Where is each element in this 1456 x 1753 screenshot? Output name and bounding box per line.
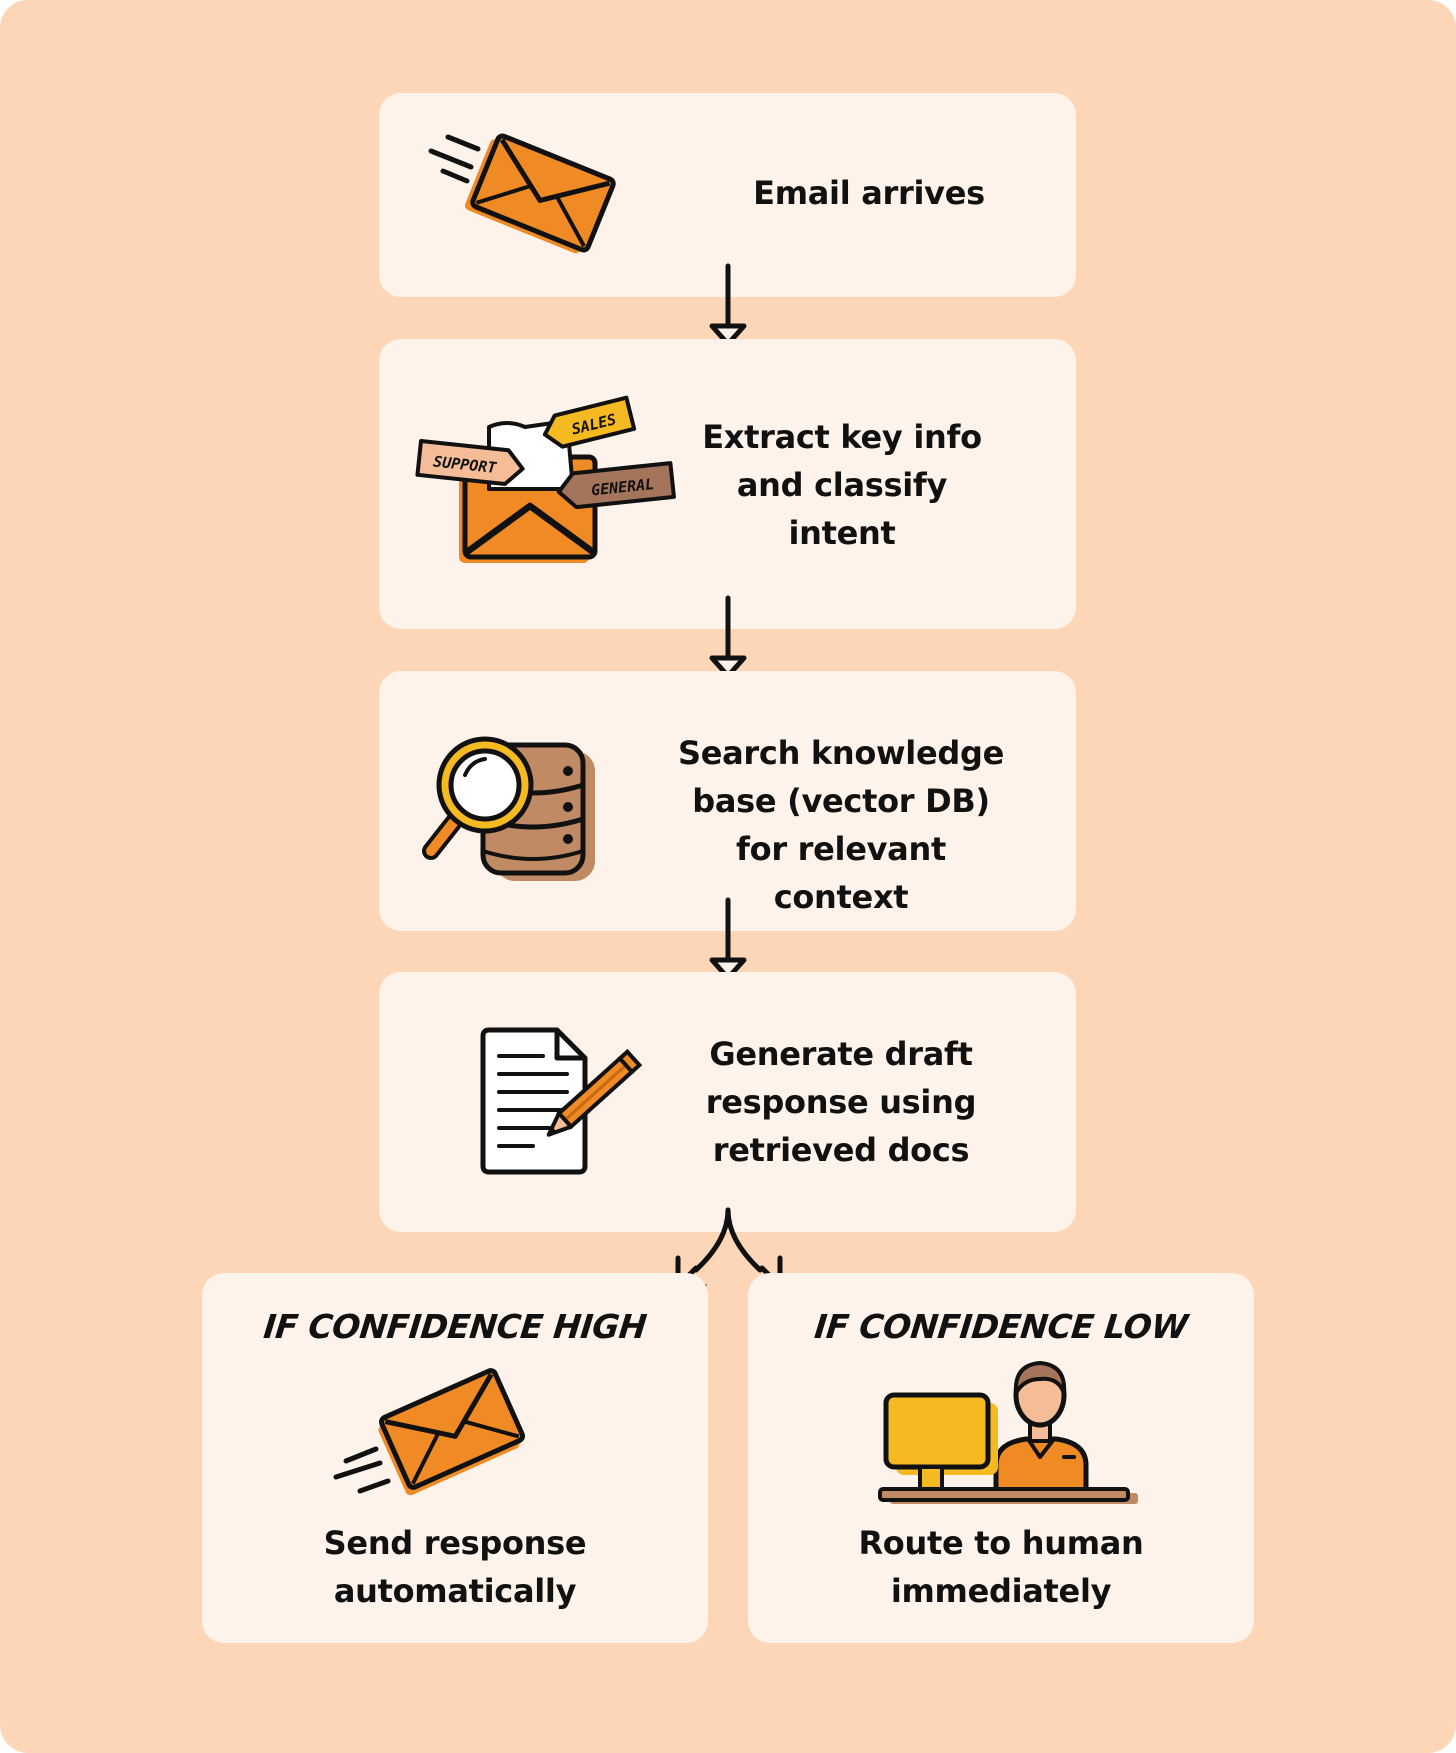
send-envelope-icon: [333, 1367, 536, 1497]
branch-label: Route to human immediately: [858, 1524, 1144, 1610]
branch-label: Send response automatically: [323, 1524, 587, 1610]
flow-arrow: [708, 897, 748, 982]
flying-envelope-icon: [423, 131, 623, 261]
classify-envelope-icon: SUPPORT SALES GENERAL: [415, 395, 687, 569]
flow-arrow: [708, 595, 748, 680]
document-pencil-icon: [480, 1027, 643, 1178]
human-agent-icon: [878, 1357, 1138, 1504]
flow-arrow: [708, 263, 748, 348]
branch-condition: IF CONFIDENCE HIGH: [261, 1307, 649, 1346]
branch-condition: IF CONFIDENCE LOW: [812, 1307, 1190, 1346]
branch-card-confidence-high: IF CONFIDENCE HIGH Send response automat…: [202, 1273, 708, 1643]
step-label: Search knowledge base (vector DB) for re…: [677, 734, 1004, 916]
step-card-extract-classify: SUPPORT SALES GENERAL Extract key info a…: [379, 339, 1076, 629]
step-label: Generate draft response using retrieved …: [705, 1035, 977, 1169]
step-label: Extract key info and classify intent: [702, 418, 982, 552]
step-label: Email arrives: [753, 174, 985, 212]
magnifier-database-icon: [422, 723, 603, 883]
branch-card-confidence-low: IF CONFIDENCE LOW Route to human immedia…: [748, 1273, 1254, 1643]
step-card-email-arrives: Email arrives: [379, 93, 1076, 297]
step-card-generate-draft: Generate draft response using retrieved …: [379, 972, 1076, 1232]
step-card-search-knowledge-base: Search knowledge base (vector DB) for re…: [379, 671, 1076, 931]
